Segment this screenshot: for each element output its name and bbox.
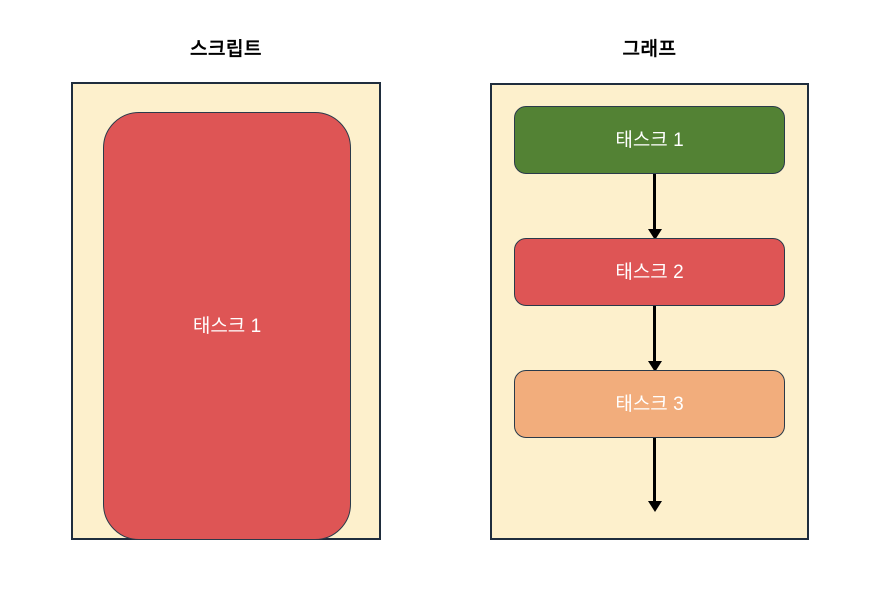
graph-node-task-1[interactable]: 태스크 1 [514, 106, 785, 174]
graph-node-task-1-label: 태스크 1 [615, 129, 684, 151]
graph-panel: 태스크 1 태스크 2 태스크 3 [490, 83, 809, 540]
script-panel: 태스크 1 [71, 82, 381, 540]
graph-node-task-2-label: 태스크 2 [615, 261, 684, 283]
arrow-head-icon [648, 361, 662, 372]
arrow-shaft [653, 174, 656, 232]
graph-node-task-3[interactable]: 태스크 3 [514, 370, 785, 438]
arrow-task-1-to-task-2 [648, 174, 662, 240]
graph-panel-title: 그래프 [622, 39, 677, 60]
script-node-task-1[interactable]: 태스크 1 [103, 112, 351, 540]
script-panel-title: 스크립트 [190, 39, 262, 60]
arrow-head-icon [648, 501, 662, 512]
arrow-shaft [653, 306, 656, 364]
graph-node-task-3-label: 태스크 3 [615, 393, 684, 415]
graph-node-task-2[interactable]: 태스크 2 [514, 238, 785, 306]
arrow-shaft [653, 438, 656, 504]
arrow-task-2-to-task-3 [648, 306, 662, 372]
arrow-head-icon [648, 229, 662, 240]
arrow-task-3-to-end [648, 438, 662, 514]
script-node-task-1-label: 태스크 1 [192, 315, 262, 337]
